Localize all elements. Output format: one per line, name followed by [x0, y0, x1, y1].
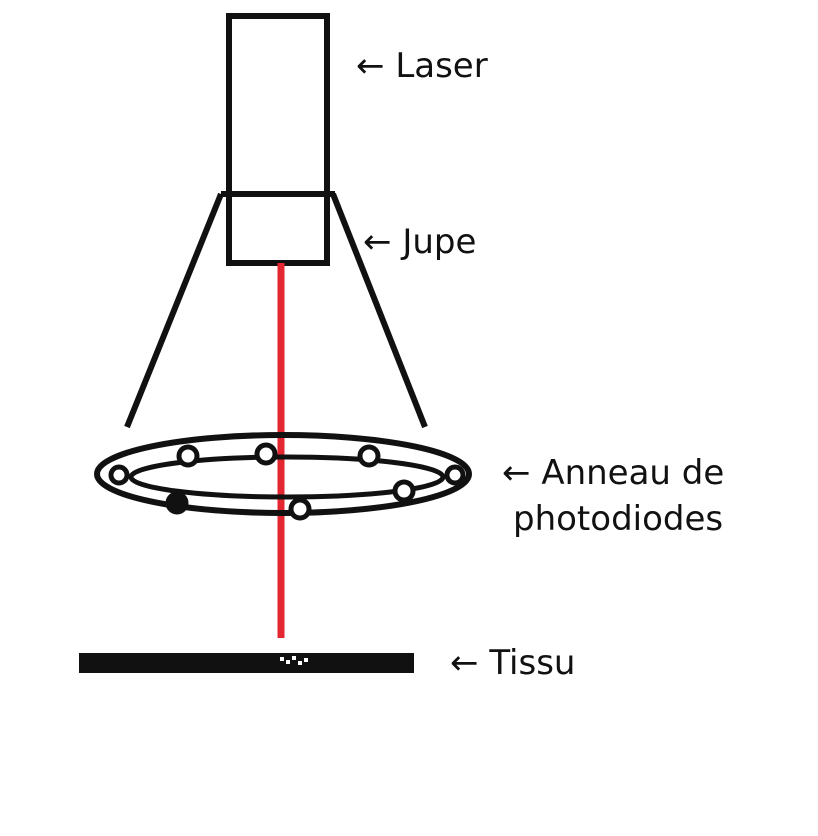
photodiode [176, 444, 200, 468]
photodiode [288, 497, 312, 521]
photodiode [444, 464, 466, 486]
tissue-label-text: Tissu [489, 643, 576, 683]
left-arrow-icon: ← [450, 643, 479, 683]
left-arrow-icon: ← [502, 453, 531, 493]
photodiode [357, 444, 381, 468]
skirt-label-text: Jupe [402, 222, 477, 262]
beam-spot [280, 656, 308, 665]
ring-label-line2-wrap: photodiodes [513, 499, 723, 539]
laser-label: ← Laser [356, 46, 488, 86]
tissue-label: ← Tissu [450, 643, 575, 683]
ring-label: ← Anneau de [502, 453, 724, 493]
ring-label-line1: Anneau de [541, 453, 725, 493]
skirt-label: ← Jupe [363, 222, 476, 262]
laser-body [226, 13, 330, 266]
left-arrow-icon: ← [356, 46, 385, 86]
skirt-left-side [124, 192, 224, 429]
photodiode [108, 464, 130, 486]
laser-label-text: Laser [395, 46, 488, 86]
photodiodes [108, 442, 466, 521]
photodiode [392, 479, 416, 503]
photodiode-ring-outer [94, 432, 472, 516]
left-arrow-icon: ← [363, 222, 392, 262]
tissue-slab [79, 653, 414, 673]
photodiode [165, 491, 189, 515]
photodiode [254, 442, 278, 466]
skirt-right-side [330, 192, 428, 429]
ring-label-line2: photodiodes [513, 499, 724, 539]
photodiode-ring-inner [128, 454, 446, 500]
